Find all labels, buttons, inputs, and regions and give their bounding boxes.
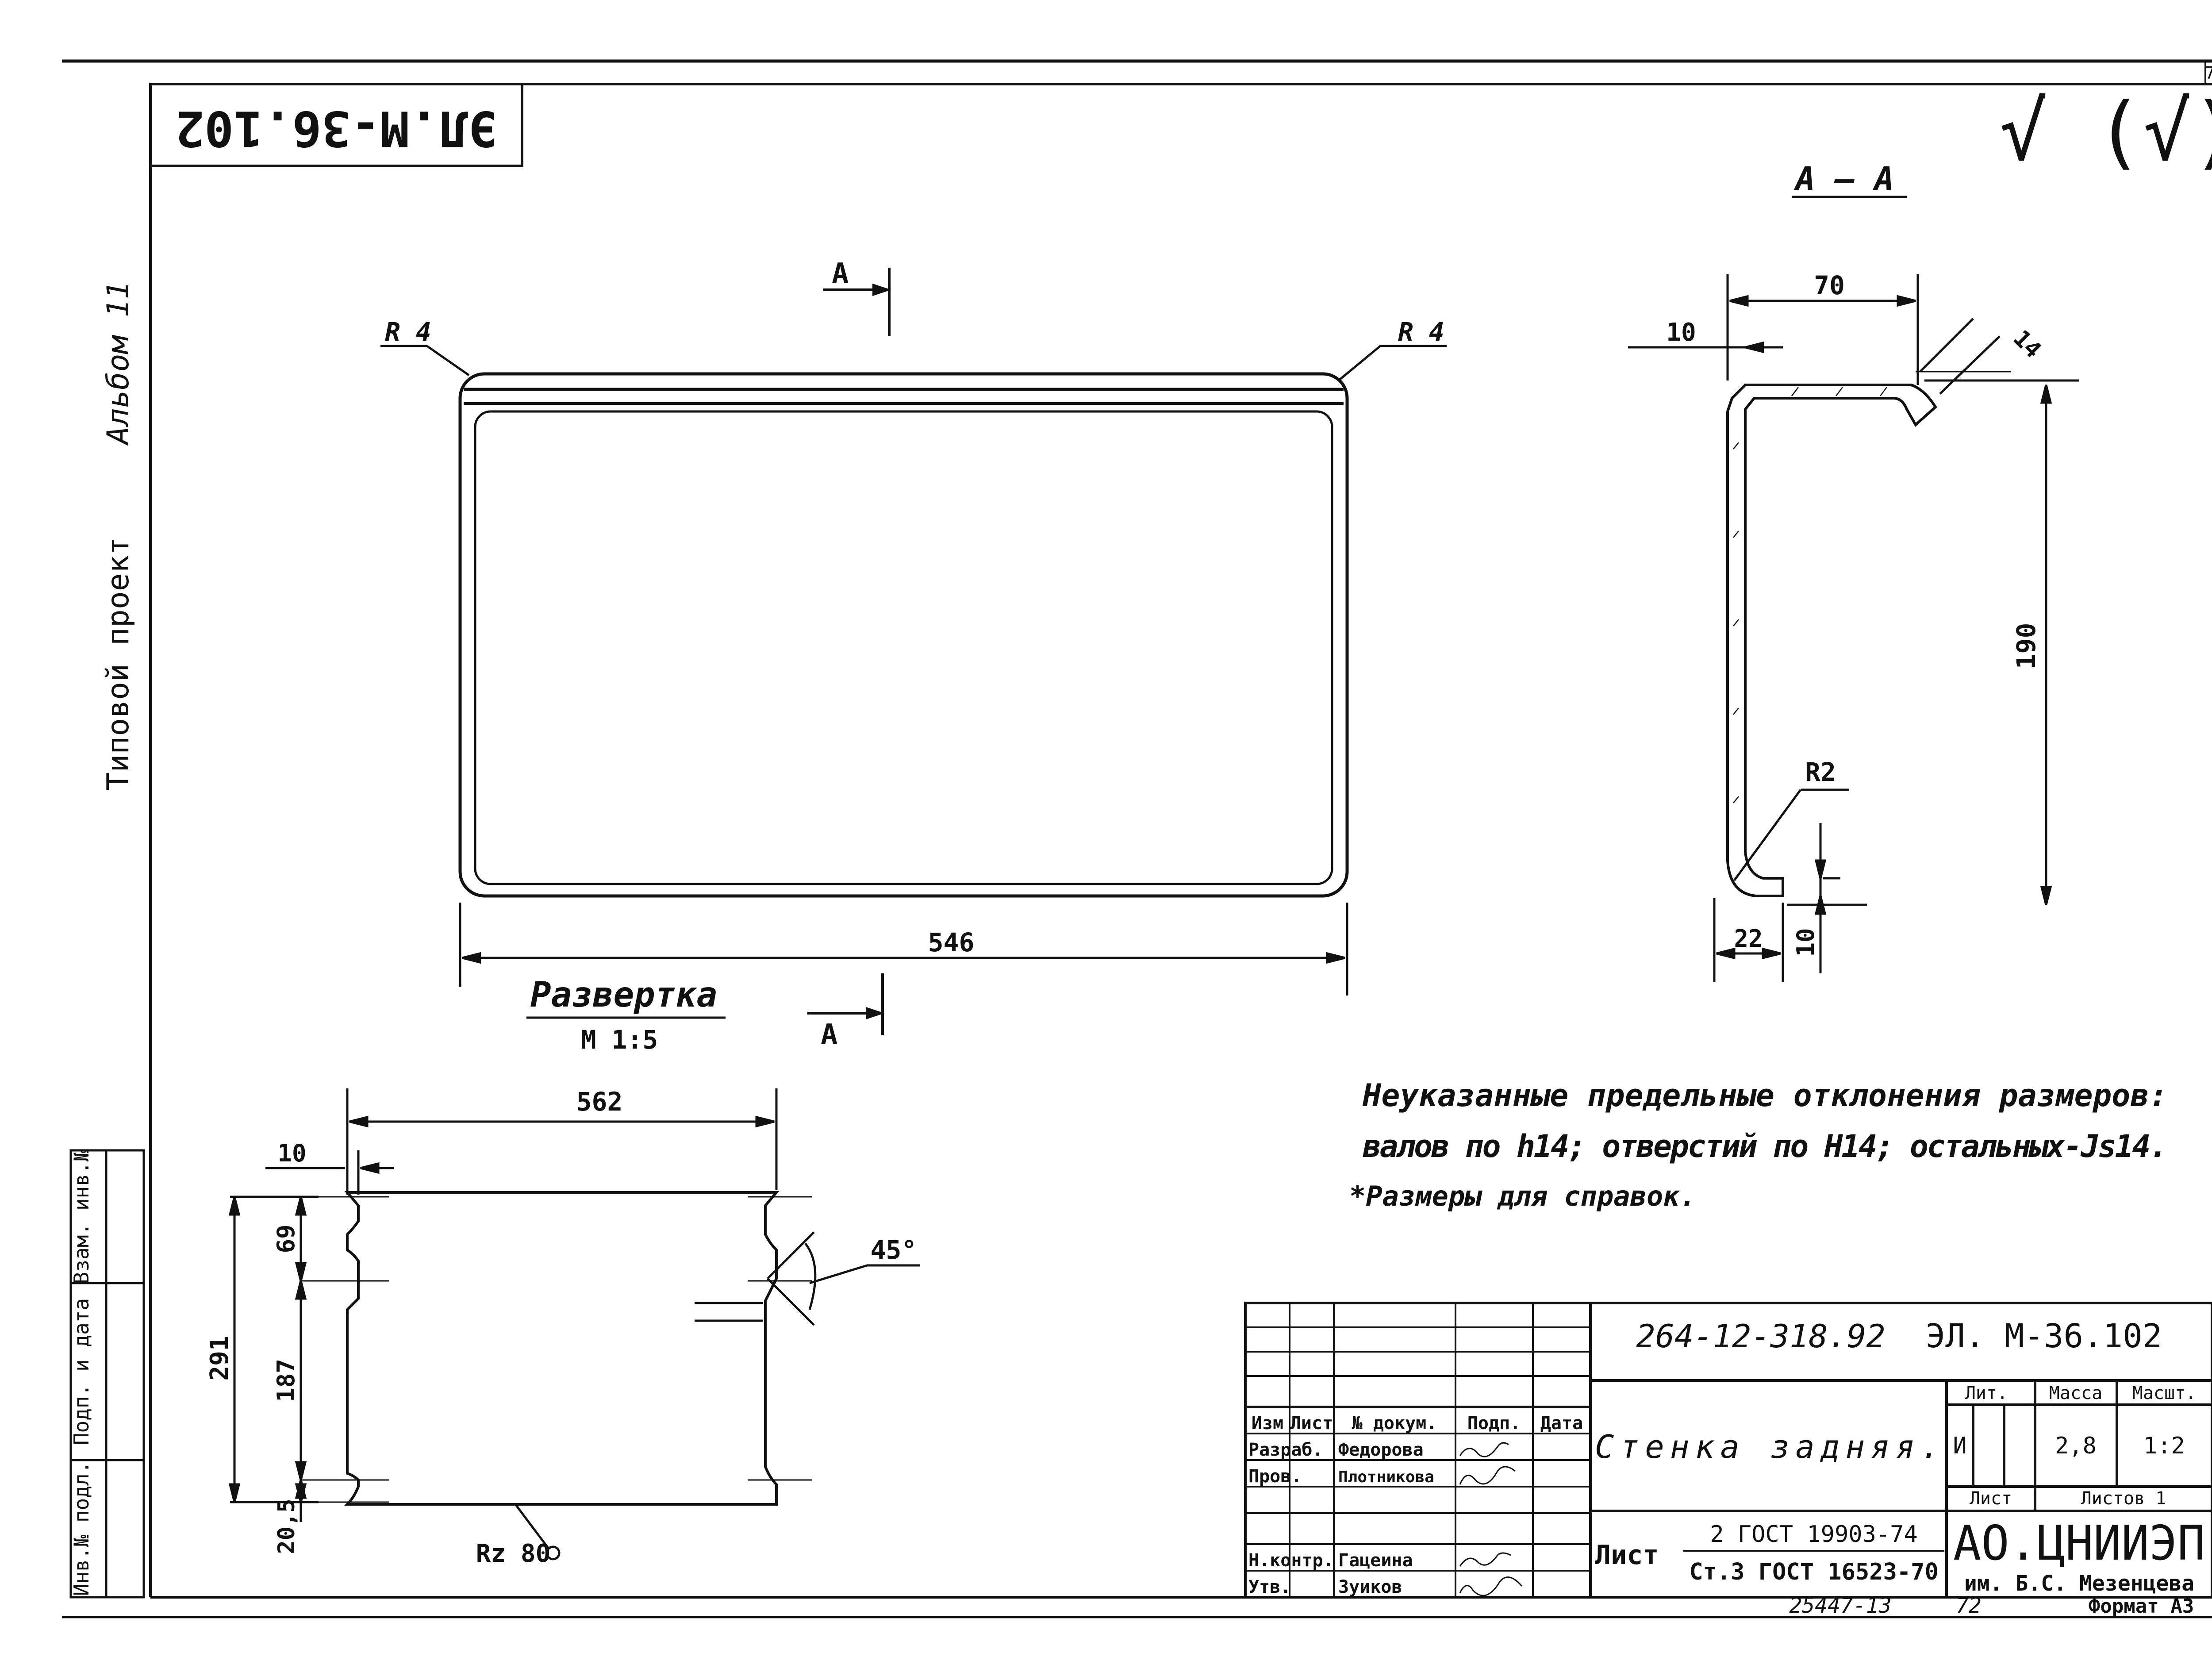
name-approver: Зуиков (1338, 1577, 1402, 1597)
development-roughness: Rz 80 (476, 1539, 551, 1568)
title-block: 264-12-318.92 ЭЛ. М-36.102 Изм Лист № до… (1244, 1302, 2212, 1618)
width-dimension: 546 (928, 927, 975, 957)
item-name: Стенка задняя. (1595, 1428, 1940, 1465)
section-top-width: 70 (1814, 270, 1845, 300)
role-norm-control: Н.контр. (1248, 1550, 1334, 1571)
mirrored-doc-code: ЭЛ.М-36.102 (175, 100, 497, 157)
mass-value: 2,8 (2055, 1433, 2097, 1459)
section-marker-top: А (832, 258, 849, 290)
header-doc: № докум. (1352, 1413, 1437, 1434)
role-checker: Пров. (1248, 1466, 1302, 1487)
lit-header: Лит. (1965, 1383, 2008, 1403)
header-sign: Подп. (1467, 1413, 1521, 1434)
development-title: Развертка (530, 975, 718, 1015)
development-height: 291 (205, 1336, 234, 1380)
section-title: А – А (1793, 160, 1894, 198)
mass-header: Масса (2049, 1383, 2102, 1403)
notes: Неуказанные предельные отклонения размер… (1349, 1077, 2168, 1212)
check-marks: √ (√) (1999, 86, 2212, 178)
material-label: Лист (1595, 1540, 1659, 1571)
stamp-inv-orig: Инв.№ подл. (69, 1461, 93, 1596)
development-upper: 69 (272, 1224, 300, 1253)
development-middle: 187 (272, 1359, 300, 1402)
note-line-1: Неуказанные предельные отклонения размер… (1362, 1077, 2168, 1114)
section-height: 190 (2011, 623, 2041, 669)
role-approver: Утв. (1248, 1577, 1291, 1597)
side-stamp (69, 1149, 145, 1599)
project-code: 264-12-318.92 (1636, 1318, 1886, 1355)
section-bottom-height: 10 (1792, 928, 1820, 957)
role-developer: Разраб. (1248, 1440, 1323, 1460)
stamp-repl-inv: Взам. инв.№ (69, 1149, 93, 1284)
development-offset: 10 (277, 1139, 306, 1167)
header-date: Дата (1540, 1413, 1583, 1434)
scale-value: 1:2 (2143, 1433, 2185, 1459)
project-side-label: Типовой проект (101, 537, 136, 790)
development-view: Развертка М 1:5 (205, 975, 920, 1568)
sheet-label: Лист (1970, 1488, 2012, 1509)
lit-value: И (1953, 1433, 1966, 1459)
note-line-3: *Размеры для справок. (1349, 1180, 1696, 1212)
page-number: 71 (2205, 63, 2212, 83)
sheet-frame (62, 59, 2212, 1618)
org-sub: им. Б.С. Мезенцева (1964, 1571, 2194, 1596)
mirrored-code-box: ЭЛ.М-36.102 (149, 83, 523, 167)
name-developer: Федорова (1338, 1440, 1424, 1460)
section-view: А – А (1628, 160, 2079, 982)
org-name: АО.ЦНИИЭП (1953, 1516, 2205, 1571)
format-label: Формат А3 (2089, 1595, 2194, 1618)
radius-left-label: R 4 (385, 317, 431, 347)
main-view: А А R 4 R 4 546 (380, 258, 1447, 1051)
sheets-label: Листов 1 (2081, 1488, 2166, 1509)
doc-code: ЭЛ. М-36.102 (1926, 1317, 2162, 1355)
section-top-offset: 10 (1666, 318, 1696, 347)
signatures (1459, 1442, 1523, 1596)
note-line-2: валов по h14; отверстий по H14; остальны… (1363, 1128, 2168, 1165)
development-angle: 45° (871, 1235, 917, 1265)
radius-right-label: R 4 (1398, 317, 1444, 347)
album-side-label: Альбом 11 (101, 281, 136, 446)
stamp-sign-date: Подп. и дата (69, 1298, 93, 1445)
development-width: 562 (576, 1087, 623, 1117)
development-lower: 20,5 (273, 1499, 300, 1554)
material-line-1: 2 ГОСТ 19903-74 (1710, 1521, 1918, 1548)
header-izm: Изм (1252, 1413, 1283, 1434)
material-line-2: Ст.3 ГОСТ 16523-70 (1689, 1559, 1939, 1585)
section-radius: R2 (1805, 757, 1836, 787)
development-scale: М 1:5 (581, 1025, 658, 1055)
scale-header: Масшт. (2132, 1383, 2197, 1403)
name-norm-control: Гацеина (1338, 1550, 1413, 1571)
section-flange: 14 (2008, 325, 2047, 364)
header-list: Лист (1290, 1413, 1333, 1434)
bottom-code: 25447-13 (1789, 1593, 1891, 1618)
name-checker: Плотникова (1338, 1468, 1434, 1486)
section-marker-bottom: А (821, 1019, 838, 1051)
bottom-number: 72 (1956, 1593, 1982, 1618)
section-bottom-width: 22 (1734, 925, 1763, 953)
